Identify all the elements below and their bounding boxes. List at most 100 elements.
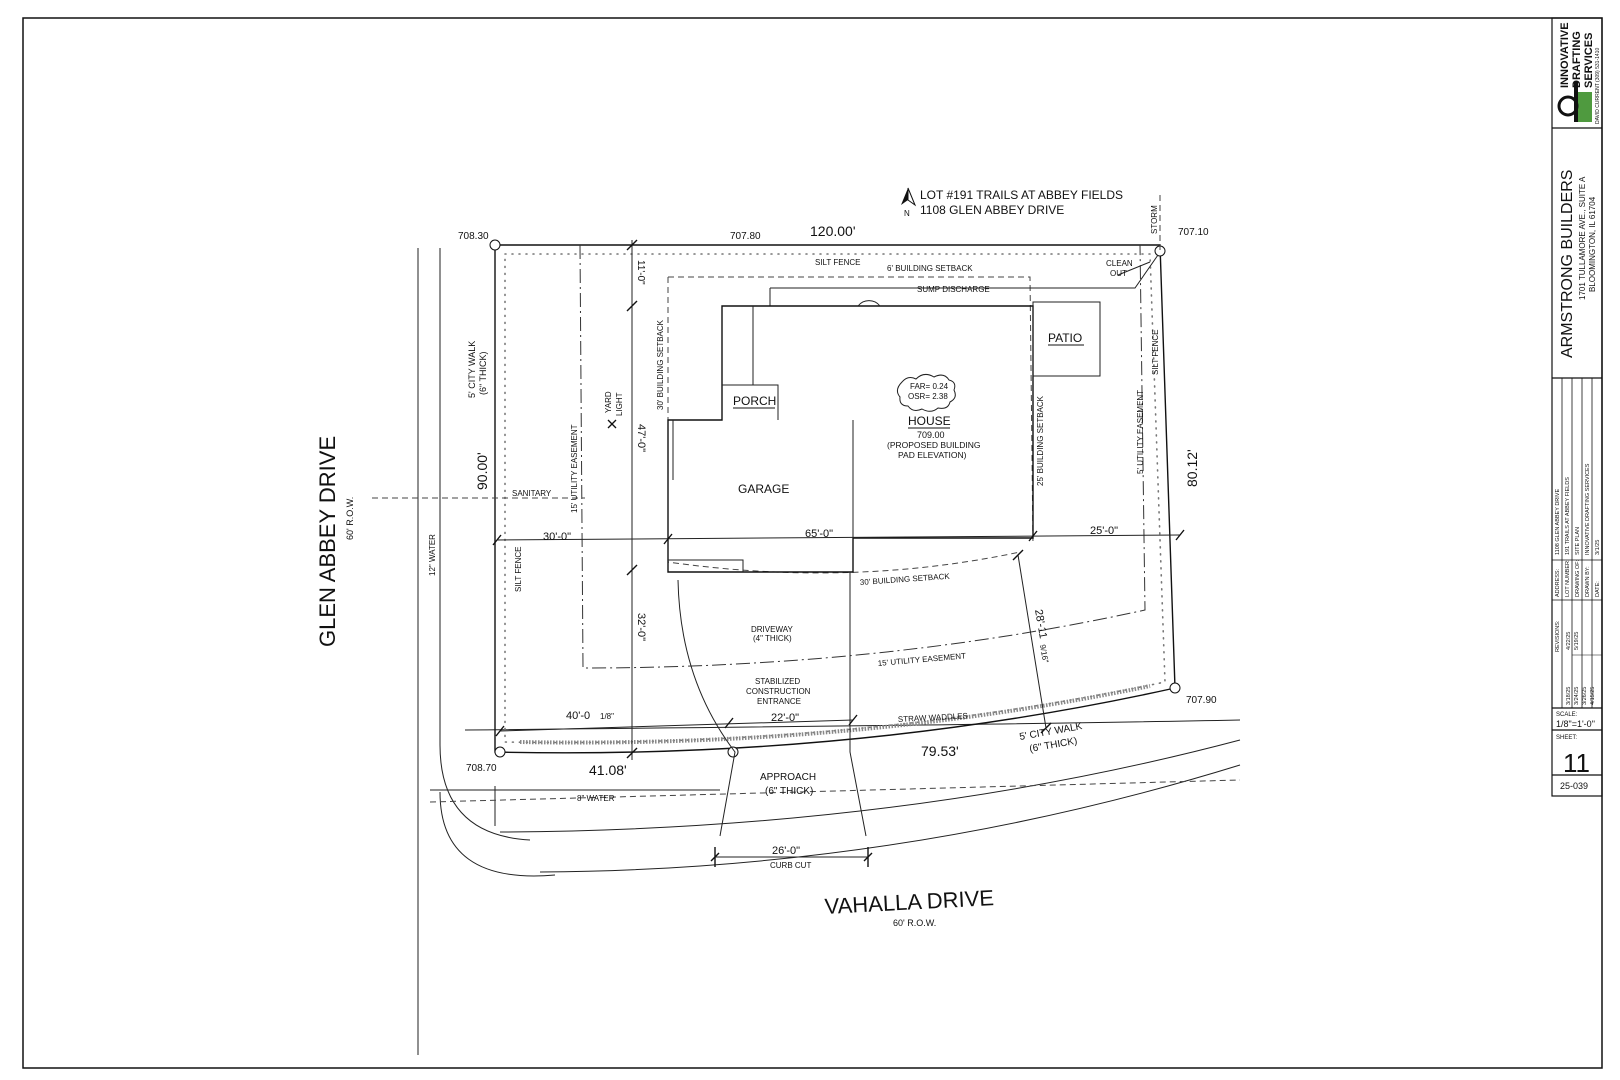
info-value: 191 TRAILS AT ABBEY FIELDS (1565, 477, 1571, 555)
elev-nw: 708.30 (458, 231, 489, 242)
lot-title: LOT #191 TRAILS AT ABBEY FIELDS (920, 188, 1123, 202)
dim-south-west: 41.08' (589, 762, 627, 778)
garage-label: GARAGE (738, 482, 789, 496)
street-lines (417, 248, 1241, 1055)
driveway-edge (677, 579, 736, 837)
builder-address-2: BLOOMINGTON, IL 61704 (1588, 196, 1597, 292)
dim-26: 26'-0" (772, 845, 800, 857)
property-line (494, 244, 1176, 754)
clean-out-label-2: OUT (1110, 269, 1127, 278)
setback-6-label: 6' BUILDING SETBACK (887, 264, 973, 273)
vahalla-row: 60' R.O.W. (893, 918, 936, 928)
revision-date: 3/18/25 (1566, 687, 1572, 705)
silt-fence-west-label: SILT FENCE (514, 547, 523, 593)
title-block (1551, 17, 1603, 797)
nw-corner-pin (489, 239, 501, 251)
elev-sw: 708.70 (466, 763, 497, 774)
building-footprint (667, 300, 1101, 573)
silt-fence-east-label: SILT FENCE (1151, 330, 1160, 376)
scale-label: SCALE: (1556, 712, 1578, 718)
dim-22: 22'-0" (771, 712, 799, 724)
utility-15-west-label: 15' UTILITY EASEMENT (570, 424, 579, 513)
sheet-border (22, 17, 1603, 1069)
curb-cut-label: CURB CUT (770, 861, 811, 870)
stabilized-label-2: CONSTRUCTION (746, 687, 811, 696)
firm-contact: DAVID CURRENT (309) 531-1410 (1595, 48, 1601, 124)
straw-waddles (519, 684, 1151, 745)
silt-fence-north-label: SILT FENCE (815, 258, 861, 267)
info-label: ADDRESS: (1555, 568, 1561, 597)
dim-40-frac: 1/8" (600, 712, 614, 721)
revisions-label: REVISIONS: (1555, 620, 1561, 652)
approach-pin (727, 746, 739, 758)
se-corner-pin (1169, 682, 1181, 694)
info-value: INNOVATIVE DRAFTING SERVICES (1585, 463, 1591, 555)
north-arrow-icon (901, 187, 917, 207)
building-setback-line (668, 276, 1034, 546)
elev-se: 707.90 (1186, 695, 1217, 706)
setback-30-south-label: 30' BUILDING SETBACK (860, 572, 951, 587)
water-12-label: 12" WATER (428, 534, 437, 576)
yard-light-label: YARD (604, 391, 613, 413)
dim-28: 28'-11 (1032, 608, 1049, 639)
info-value: SITE PLAN (1575, 527, 1581, 555)
straw-waddles-label: STRAW WADDLES (898, 711, 968, 724)
dim-65: 65'-0" (805, 528, 833, 540)
sheet-number: 11 (1563, 748, 1590, 778)
builder-address-1: 1701 TULLAMORE AVE., SUITE A (1578, 176, 1587, 300)
dim-47: 47'-0" (635, 424, 647, 452)
dimension-lines (492, 239, 1185, 867)
revision-date: 5/19/25 (1574, 632, 1580, 650)
dim-30: 30'-0" (543, 531, 571, 543)
firm-logo (1557, 82, 1592, 122)
revision-date: 3/24/25 (1574, 687, 1580, 705)
sheet-label: SHEET: (1556, 735, 1577, 741)
driveway-label: DRIVEWAY (751, 625, 793, 634)
setback-30-west-label: 30' BUILDING SETBACK (656, 319, 665, 410)
stabilized-label-3: ENTRANCE (757, 697, 801, 706)
far-cloud (896, 373, 956, 412)
elev-north-mid: 707.80 (730, 231, 761, 242)
stabilized-label: STABILIZED (755, 677, 800, 686)
info-label: DATE: (1595, 581, 1601, 597)
clean-out-label: CLEAN (1106, 259, 1133, 268)
firm-name-3: SERVICES (1583, 33, 1595, 88)
info-label: DRAWN BY: (1585, 566, 1591, 597)
revision-date: 4/22/25 (1566, 632, 1572, 650)
utility-15-south-label: 15' UTILITY EASEMENT (877, 651, 966, 668)
revision-date: 4/15/25 (1590, 687, 1596, 705)
vahalla-label: VAHALLA DRIVE (824, 885, 995, 919)
driveway-label-2: (4" THICK) (753, 634, 792, 643)
job-number: 25-039 (1560, 781, 1588, 791)
porch-label: PORCH (733, 394, 776, 408)
firm-name-1: INNOVATIVE (1559, 22, 1571, 88)
dim-28-frac: 9/16" (1038, 644, 1050, 664)
scale-value: 1/8"=1'-0" (1556, 719, 1595, 729)
approach-label: APPROACH (760, 772, 816, 783)
dim-40: 40'-0 (566, 710, 590, 722)
revision-date: 3/26/25 (1582, 687, 1588, 705)
dim-north: 120.00' (810, 223, 856, 239)
dim-32: 32'-0" (635, 613, 647, 641)
info-label: LOT NUMBER: (1565, 559, 1571, 597)
dim-east: 80.12' (1184, 449, 1200, 487)
city-walk-west-label-2: (6" THICK) (478, 351, 488, 395)
house-elevation: 709.00 (917, 430, 945, 440)
silt-fence (504, 253, 1166, 744)
patio-label: PATIO (1048, 331, 1082, 345)
firm-name-2: DRAFTING (1571, 31, 1583, 88)
sw-corner-pin (494, 746, 506, 758)
dim-25: 25'-0" (1090, 525, 1118, 537)
house-label: HOUSE (908, 414, 951, 428)
glen-abbey-row: 60' R.O.W. (345, 497, 355, 540)
dim-west: 90.00' (474, 452, 490, 490)
yard-light-icon (607, 419, 617, 429)
utility-5-east-label: 5' UTILITY EASEMENT (1136, 390, 1145, 474)
dim-front-setback: 11'-0" (635, 260, 646, 285)
setback-25-east-label: 25' BUILDING SETBACK (1036, 395, 1045, 486)
sanitary-label: SANITARY (512, 489, 552, 498)
